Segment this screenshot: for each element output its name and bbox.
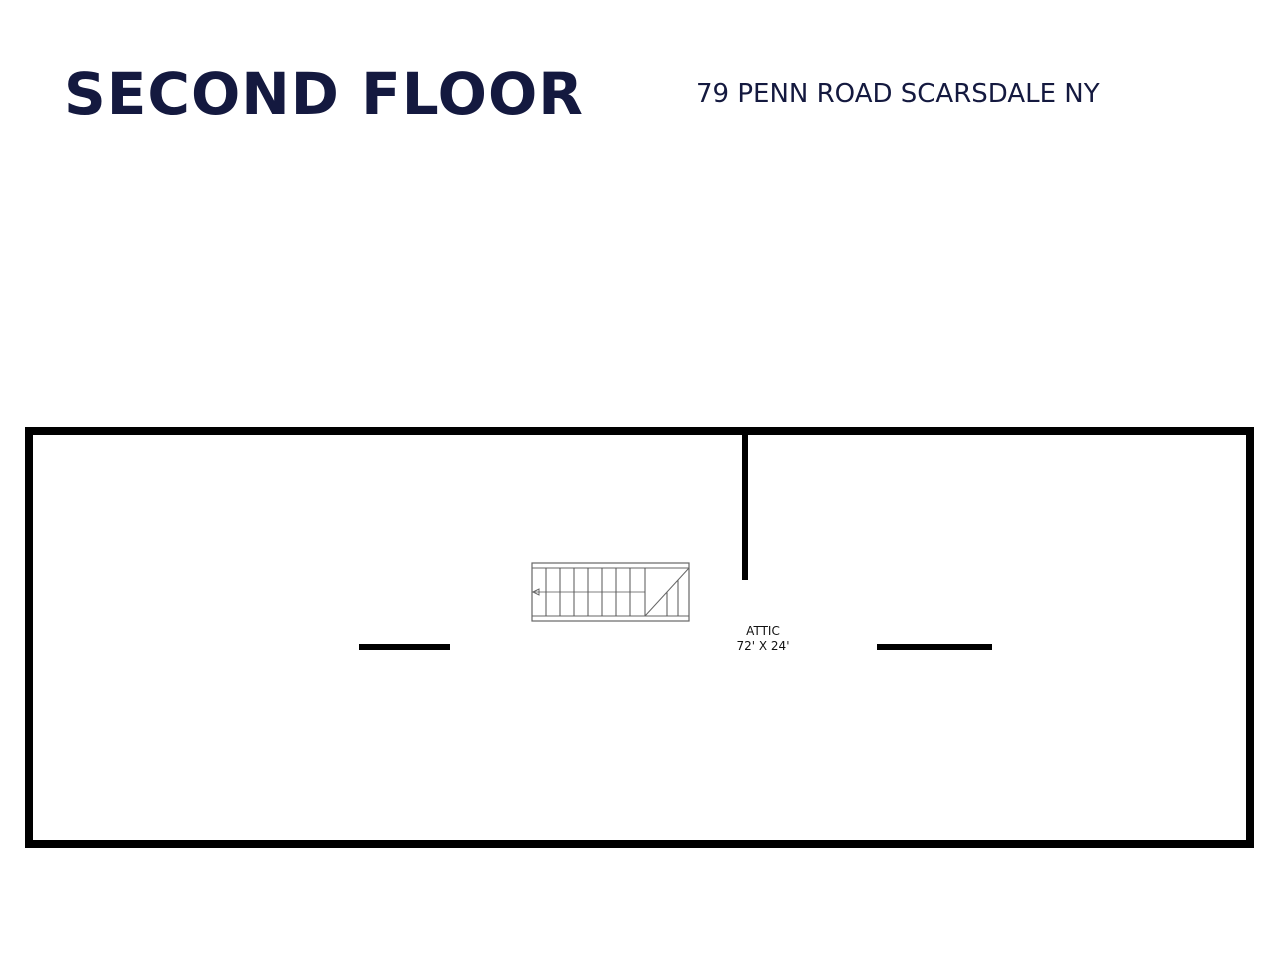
page-title: SECOND FLOOR (64, 60, 584, 128)
walls (25, 427, 1254, 848)
room-dimensions: 72' X 24' (736, 639, 790, 653)
stair-direction-arrow-icon (531, 588, 540, 596)
room-label-attic: ATTIC 72' X 24' (737, 624, 790, 654)
room-name: ATTIC (746, 624, 780, 638)
staircase (531, 562, 690, 622)
stair-landing-diagonal (644, 567, 690, 617)
stair-treads (532, 568, 679, 616)
property-address: 79 PENN ROAD SCARSDALE NY (696, 79, 1100, 109)
outer-wall (25, 427, 1254, 848)
